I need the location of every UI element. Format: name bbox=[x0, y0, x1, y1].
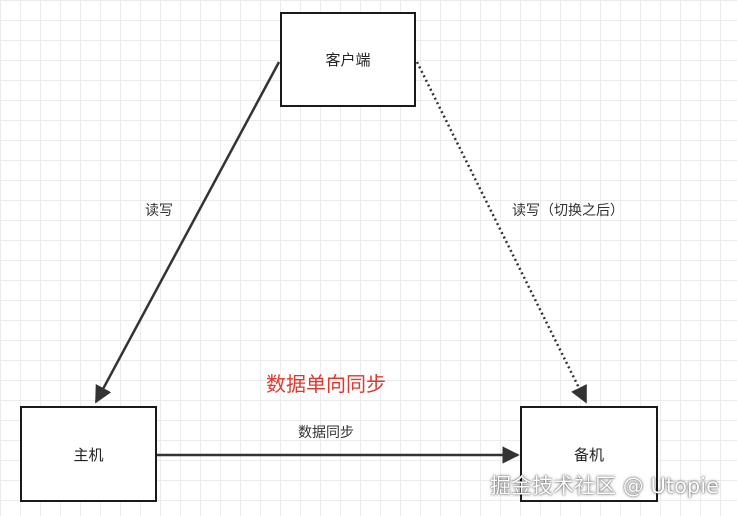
one-way-sync-annotation: 数据单向同步 bbox=[266, 372, 386, 396]
edge-client-to-primary bbox=[94, 61, 281, 404]
backup-node-label: 备机 bbox=[573, 445, 604, 464]
backup-node: 备机 bbox=[520, 406, 658, 502]
edge-label-data-sync: 数据同步 bbox=[298, 425, 354, 441]
primary-node-label: 主机 bbox=[73, 445, 104, 464]
edge-label-read-write: 读写 bbox=[145, 203, 173, 219]
client-node: 客户端 bbox=[280, 12, 416, 107]
edge-label-read-write-after-failover: 读写（切换之后） bbox=[512, 203, 624, 219]
primary-node: 主机 bbox=[20, 406, 157, 502]
client-node-label: 客户端 bbox=[325, 51, 371, 69]
watermark: 掘金技术社区 @ Utopie bbox=[490, 474, 719, 498]
edge-client-to-backup bbox=[415, 61, 588, 404]
